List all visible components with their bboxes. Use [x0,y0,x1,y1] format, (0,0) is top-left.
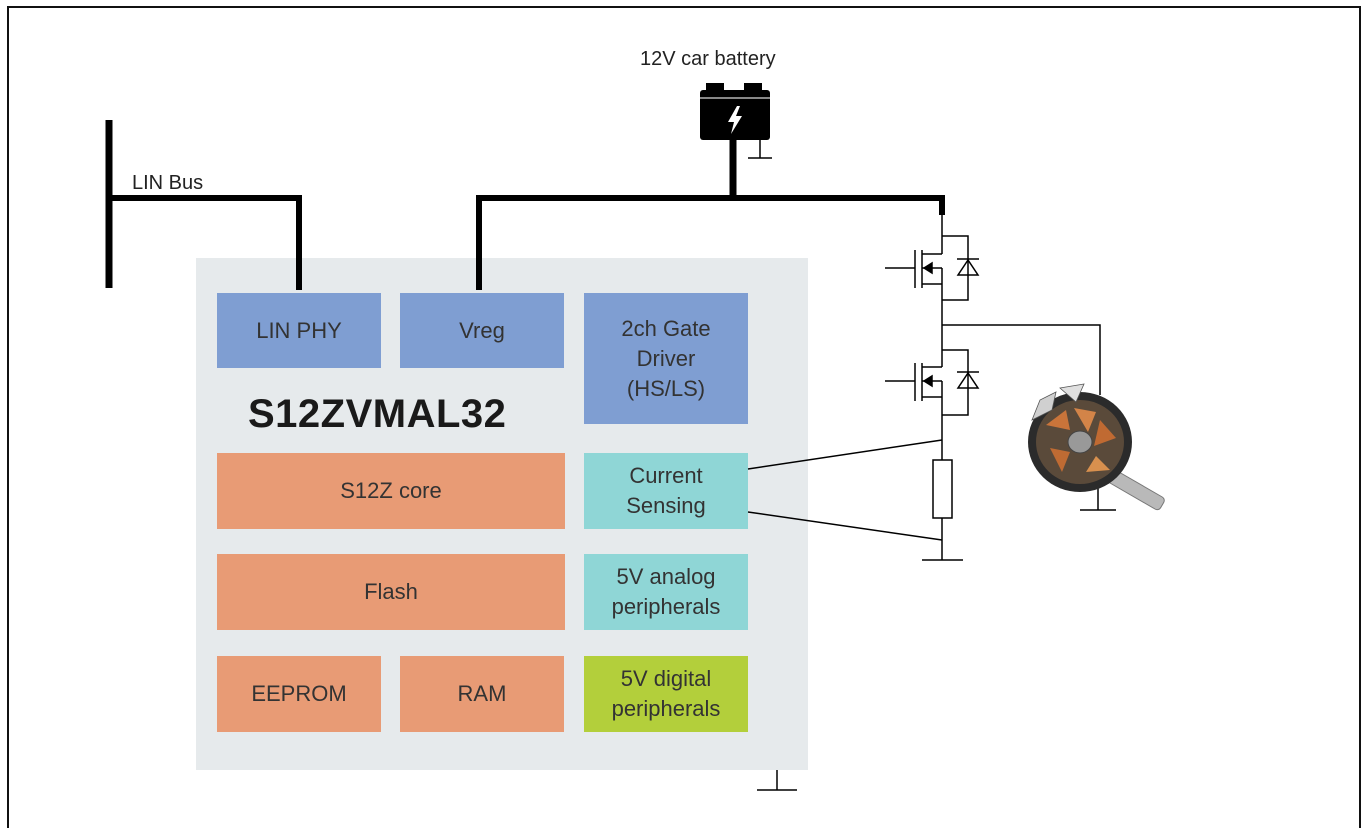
vreg-label: Vreg [459,317,505,343]
gate-driver-block: 2ch Gate Driver (HS/LS) [584,293,748,424]
analog-line-1: 5V analog [616,564,716,589]
eeprom-label: EEPROM [251,681,347,706]
ground-icon [1080,485,1116,511]
core-label: S12Z core [340,478,442,503]
sense-wire-high [747,439,943,470]
core-block: S12Z core [217,453,565,529]
current-sensing-block: Current Sensing [584,453,748,529]
current-sensing-line-1: Current [629,463,703,488]
flash-block: Flash [217,554,565,630]
current-sensing-line-2: Sensing [626,493,706,518]
ram-block: RAM [400,656,564,732]
diode-icon [956,371,980,389]
battery-rail-wire [476,195,945,290]
diagram-frame [7,6,1361,828]
eeprom-block: EEPROM [217,656,381,732]
mosfet-icon [885,349,969,416]
lin-bus-to-phy-wire [109,195,302,290]
vreg-block: Vreg [400,293,564,368]
digital-peripherals-block: 5V digital peripherals [584,656,748,732]
ground-icon [757,770,797,791]
ram-label: RAM [457,681,507,706]
lin-bus-label: LIN Bus [132,172,204,194]
motor-rotor-icon [1028,383,1165,511]
digital-line-2: peripherals [611,696,721,721]
motor-phase-wire [942,324,1101,395]
resistor-icon [932,459,953,519]
flash-label: Flash [364,579,418,604]
lin-phy-label: LIN PHY [256,317,342,343]
sense-wire-low [747,511,943,541]
analog-line-2: peripherals [611,594,721,619]
analog-peripherals-block: 5V analog peripherals [584,554,748,630]
diode-icon [956,258,980,276]
gate-driver-line-1: 2ch Gate [621,315,711,341]
gate-driver-line-2: Driver [636,345,696,371]
chip-name: S12ZVMAL32 [248,392,507,436]
ground-icon [748,140,772,159]
digital-line-1: 5V digital [620,666,712,691]
lin-phy-block: LIN PHY [217,293,381,368]
mosfet-icon [885,215,969,301]
battery-icon [700,83,770,140]
battery-label: 12V car battery [640,48,776,70]
gate-driver-line-3: (HS/LS) [626,375,706,401]
